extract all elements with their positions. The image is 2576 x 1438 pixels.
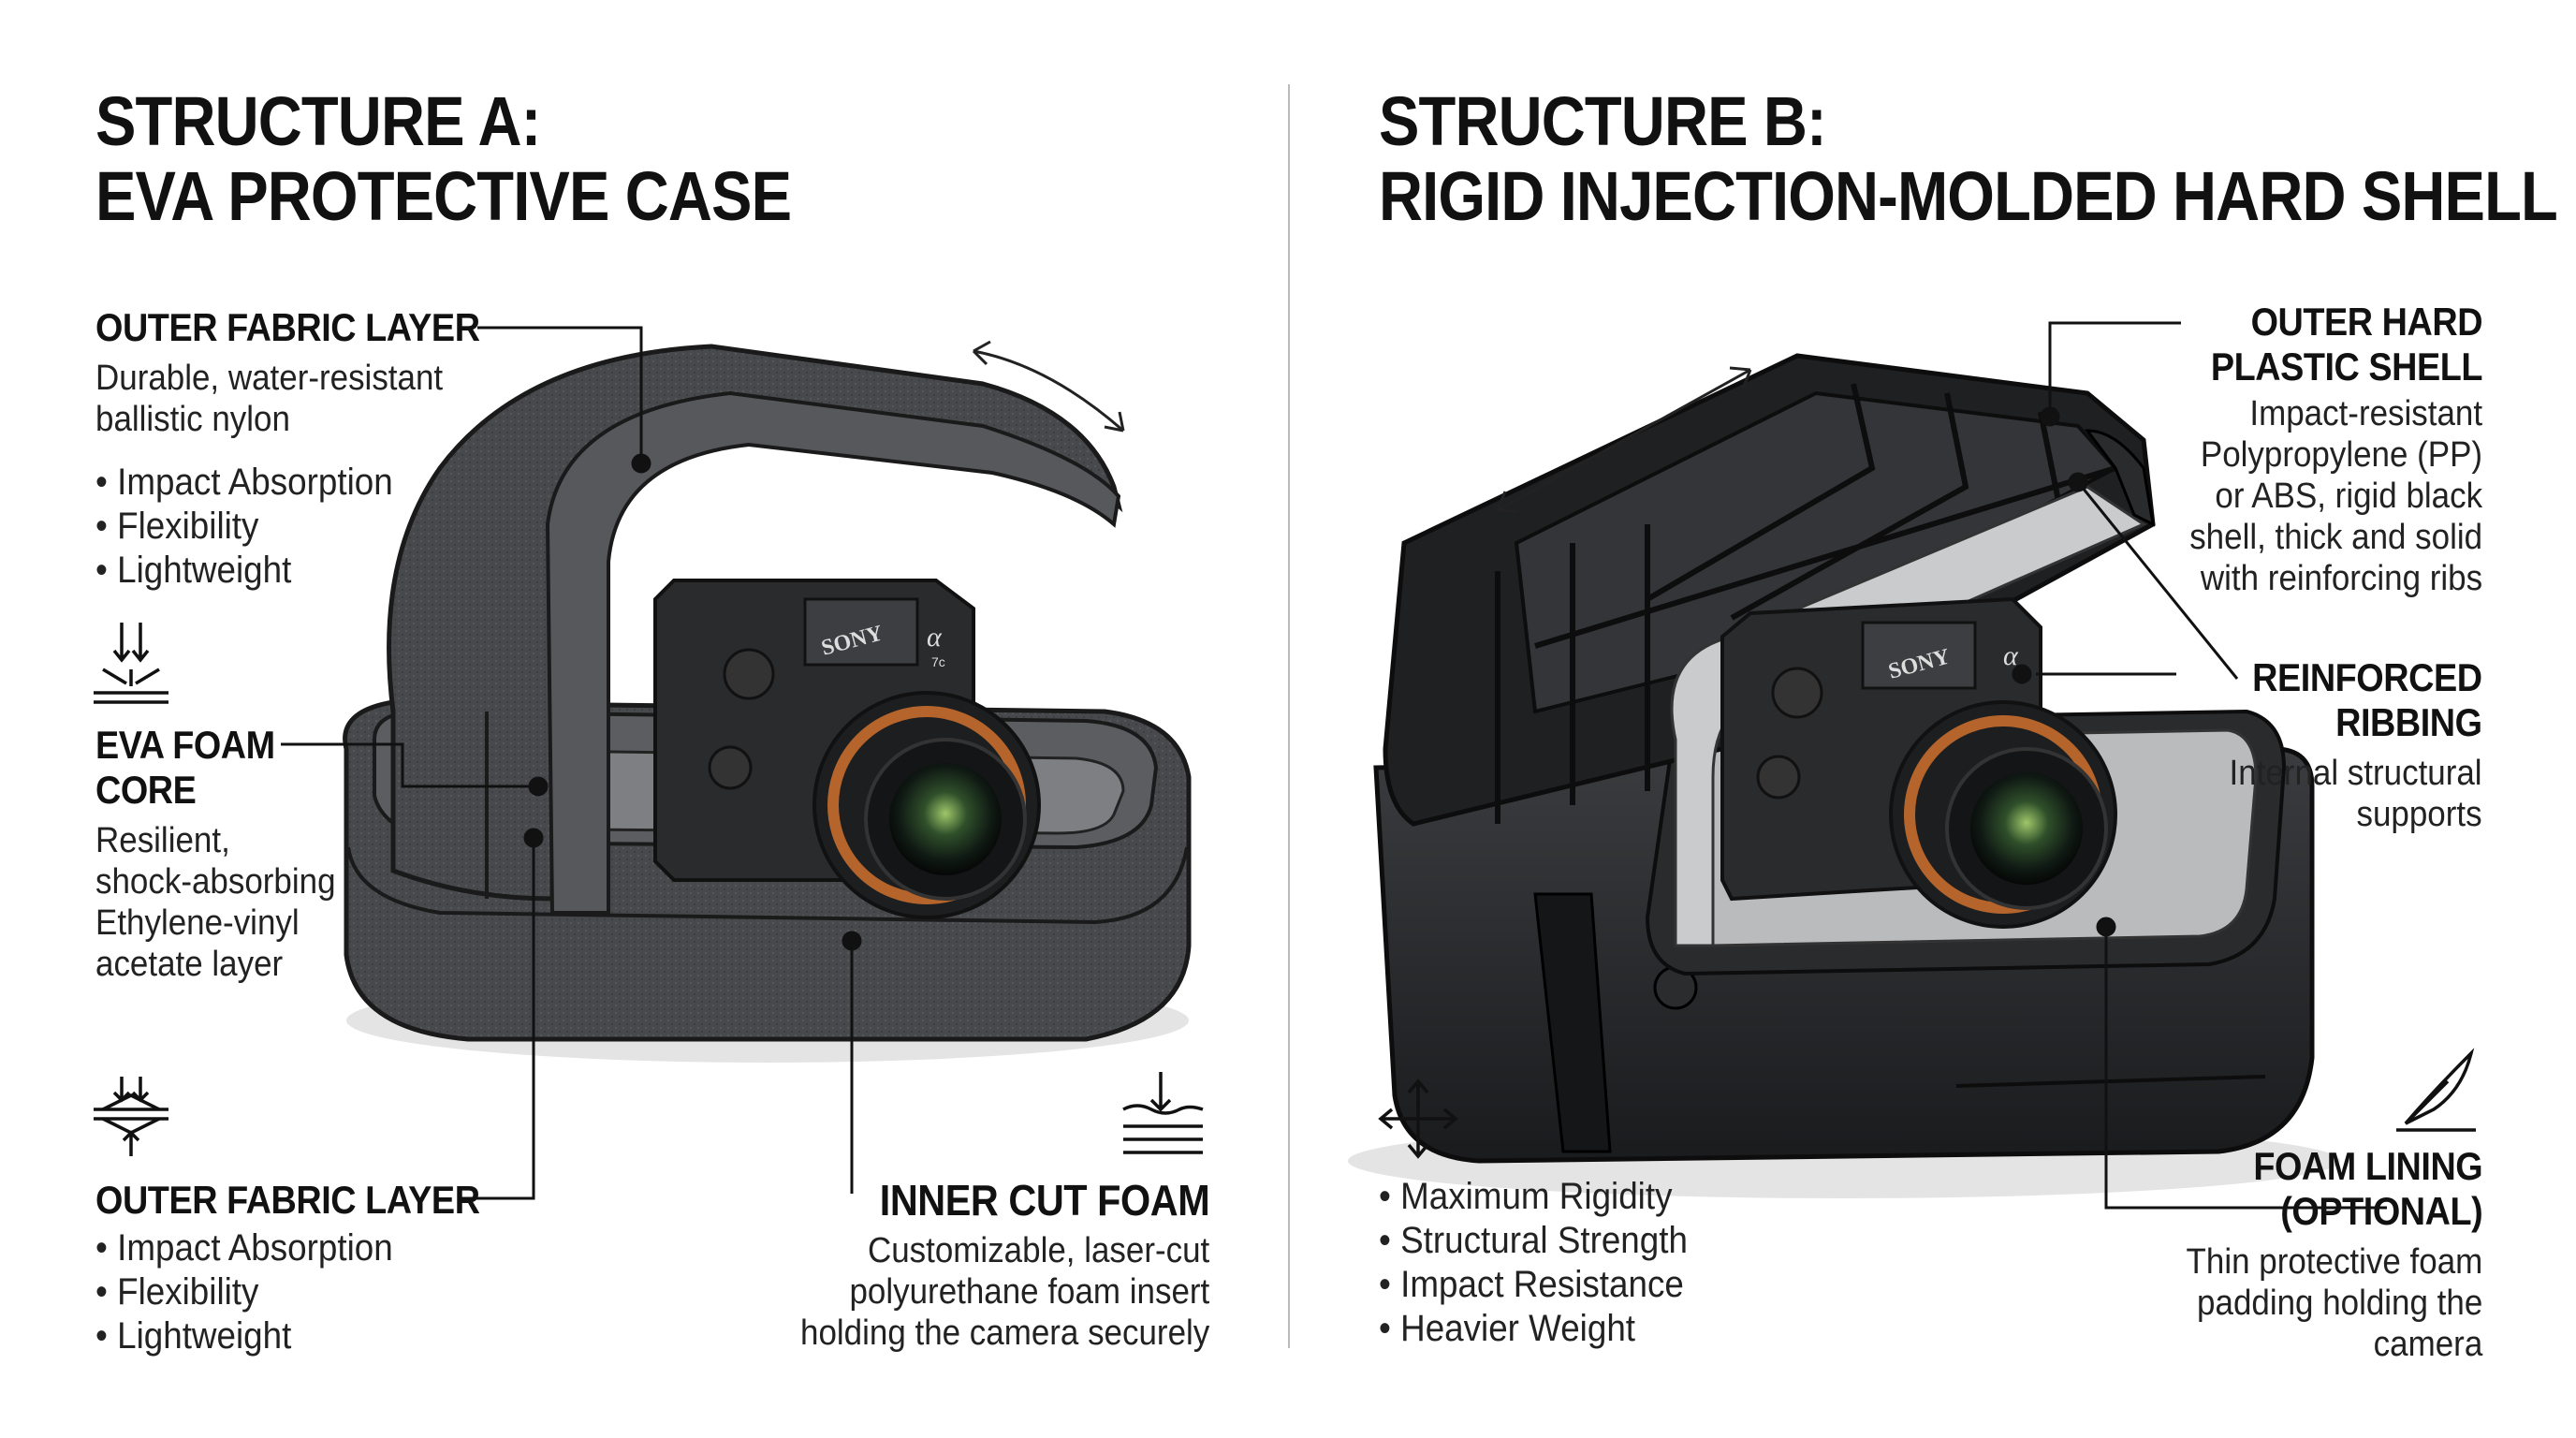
compression-arrows-icon — [94, 623, 168, 704]
camera-right-mark: α — [2003, 640, 2019, 671]
bullet: Impact Resistance — [1379, 1263, 1688, 1307]
outer-fabric-bottom-heading: OUTER FABRIC LAYER — [95, 1178, 480, 1222]
outer-fabric-top-desc: Durable, water-resistant ballistic nylon — [95, 359, 444, 439]
bullet: Impact Absorption — [95, 1226, 489, 1270]
bullet: Structural Strength — [1379, 1219, 1688, 1263]
leader-lines-left — [281, 326, 862, 1200]
lid-open-arrow-left — [973, 349, 1124, 433]
outer-fabric-top-heading: OUTER FABRIC LAYER — [95, 305, 480, 349]
leader-lines-right — [2012, 321, 2387, 1210]
four-way-arrows-icon — [1378, 1078, 1458, 1159]
bullet: Flexibility — [95, 1270, 489, 1314]
inner-cut-foam-desc: Customizable, laser-cut polyurethane foa… — [799, 1231, 1209, 1353]
reinforced-ribbing-desc: Internal structural supports — [2229, 754, 2482, 834]
foam-lining-desc: Thin protective foam padding holding the… — [2186, 1242, 2482, 1364]
eva-foam-desc: Resilient, shock-absorbing Ethylene-viny… — [95, 821, 336, 984]
impact-absorb-icon — [94, 1077, 168, 1156]
outer-fabric-bottom-bullets: Impact Absorption Flexibility Lightweigh… — [95, 1226, 522, 1358]
outer-hard-shell-desc: Impact-resistant Polypropylene (PP) or A… — [2189, 394, 2482, 598]
foam-lining-callout: FOAM LINING (OPTIONAL) Thin protective f… — [2160, 1144, 2482, 1365]
camera-left-sub: 7c — [931, 654, 945, 669]
bullet: Maximum Rigidity — [1379, 1175, 1688, 1219]
inner-cut-foam-callout: INNER CUT FOAM Customizable, laser-cut p… — [765, 1176, 1210, 1354]
structure-b-title: STRUCTURE B: RIGID INJECTION-MOLDED HARD… — [1379, 82, 2558, 235]
bullet: Heavier Weight — [1379, 1307, 1688, 1351]
reinforced-ribbing-heading: REINFORCED RIBBING — [2252, 655, 2483, 744]
outer-hard-shell-callout: OUTER HARD PLASTIC SHELL Impact-resistan… — [2164, 300, 2482, 599]
outer-fabric-top-bullets: Impact Absorption Flexibility Lightweigh… — [95, 461, 522, 593]
eva-foam-heading: EVA FOAM CORE — [95, 723, 275, 812]
inner-cut-foam-heading: INNER CUT FOAM — [879, 1176, 1210, 1225]
reinforced-ribbing-callout: REINFORCED RIBBING Internal structural s… — [2207, 655, 2483, 835]
camera-left-illustration — [653, 579, 1041, 919]
camera-right-illustration — [1720, 596, 2117, 929]
outer-fabric-bottom-callout: OUTER FABRIC LAYER Impact Absorption Fle… — [95, 1178, 522, 1358]
foam-lining-heading: FOAM LINING (OPTIONAL) — [2253, 1144, 2482, 1233]
camera-left-mark: α — [927, 622, 943, 653]
bullet: Flexibility — [95, 505, 489, 549]
feather-icon — [2396, 1048, 2476, 1132]
hard-shell-properties-bullets: Maximum Rigidity Structural Strength Imp… — [1379, 1175, 1715, 1351]
outer-hard-shell-heading: OUTER HARD PLASTIC SHELL — [2210, 300, 2483, 389]
foam-layers-icon — [1122, 1072, 1204, 1154]
section-divider — [1288, 84, 1290, 1348]
bullet: Impact Absorption — [95, 461, 489, 505]
bullet: Lightweight — [95, 1314, 489, 1358]
bullet: Lightweight — [95, 549, 489, 593]
eva-foam-callout: EVA FOAM CORE Resilient, shock-absorbing… — [95, 723, 357, 985]
hard-shell-properties: Maximum Rigidity Structural Strength Imp… — [1379, 1175, 1715, 1351]
outer-fabric-top-callout: OUTER FABRIC LAYER Durable, water-resist… — [95, 305, 522, 593]
lid-open-arrow-right — [1497, 368, 1751, 512]
structure-a-title: STRUCTURE A: EVA PROTECTIVE CASE — [95, 82, 792, 235]
